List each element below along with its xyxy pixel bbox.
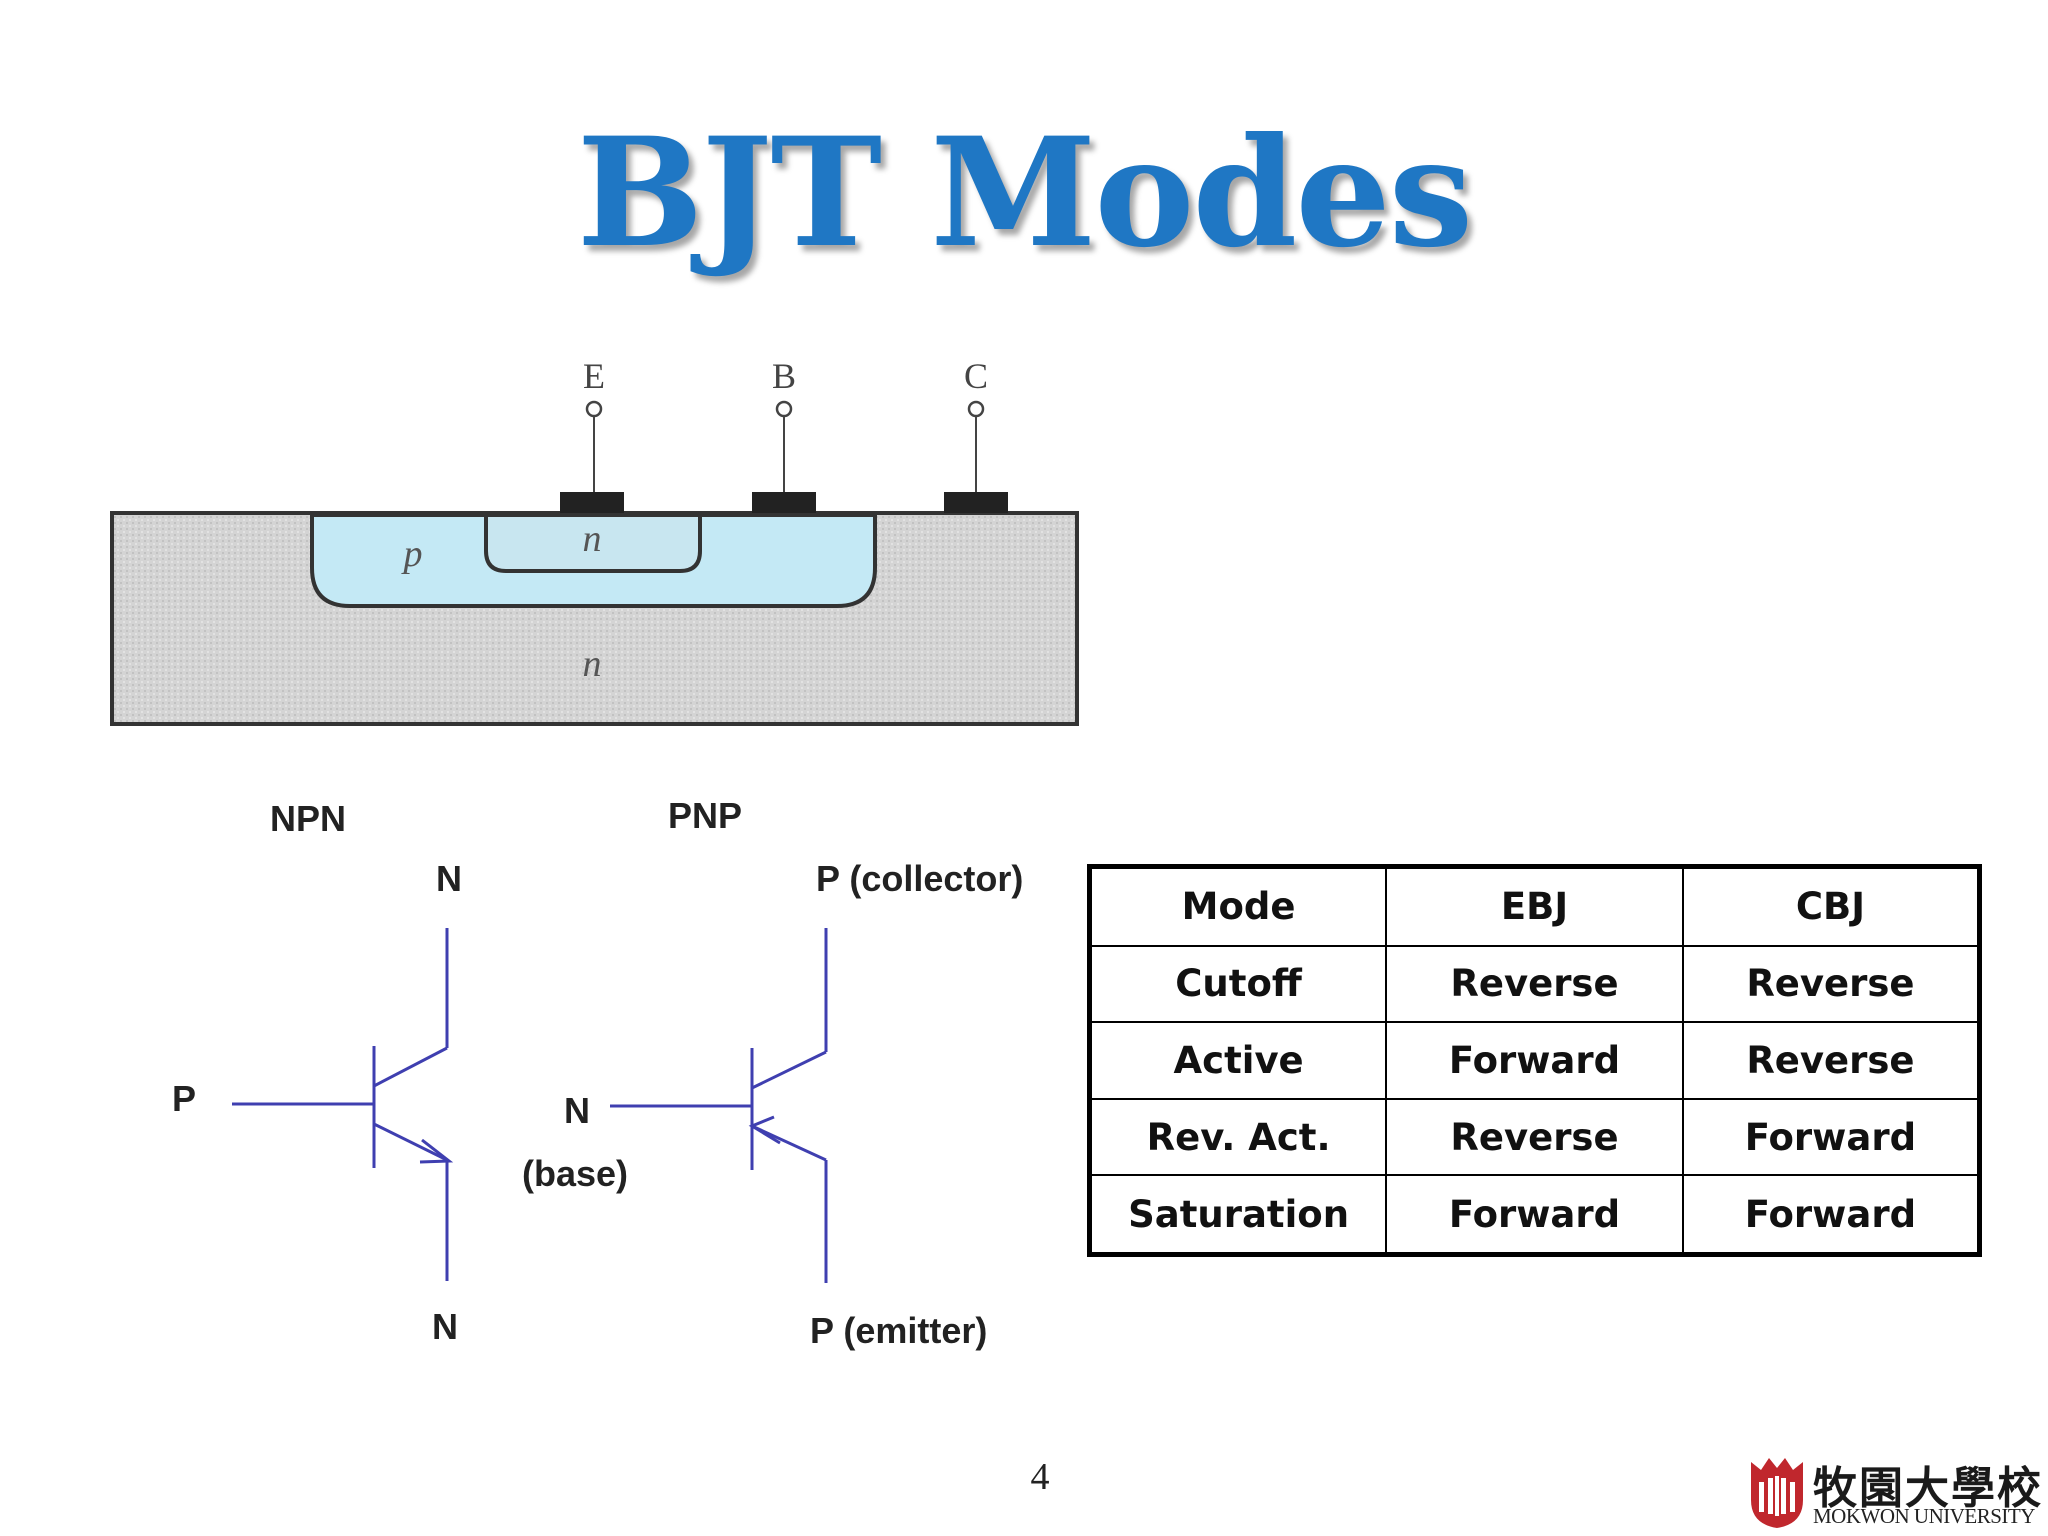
terminal-label-c: C [964, 356, 988, 396]
slide-title: BJT Modes [576, 105, 1473, 281]
university-name-en: MOKWON UNIVERSITY [1813, 1504, 2035, 1528]
university-emblem-icon [1751, 1458, 1803, 1528]
region-label-inner-n: n [583, 518, 602, 560]
table-cell: Reverse [1385, 944, 1684, 1024]
region-label-outer-n: n [583, 643, 602, 685]
table-cell: Active [1088, 1021, 1388, 1100]
terminal-label-e: E [583, 356, 605, 396]
pnp-bottom-label: P (emitter) [810, 1310, 987, 1351]
base-contact [752, 492, 816, 513]
table-header-cell: Mode [1088, 865, 1388, 947]
pnp-left-sub-label: (base) [522, 1153, 628, 1194]
terminal-label-b: B [772, 356, 796, 396]
table-header-cell: CBJ [1681, 865, 1981, 947]
bjt-cross-section: E B C p n n [110, 356, 1079, 726]
table-cell: Forward [1681, 1097, 1981, 1177]
table-header-row: Mode EBJ CBJ [1088, 865, 1981, 947]
region-label-p: p [401, 533, 423, 575]
table-cell: Forward [1681, 1174, 1981, 1256]
npn-symbol [232, 928, 454, 1281]
page-number: 4 [1030, 1456, 1050, 1498]
table-cell: Reverse [1681, 944, 1981, 1024]
npn-top-label: N [436, 858, 462, 899]
pnp-emitter-arrow-icon [748, 1115, 781, 1145]
base-terminal-icon [775, 400, 793, 418]
npn-labels: NPN N P N [172, 798, 462, 1347]
npn-bottom-label: N [432, 1306, 458, 1347]
table-cell: Cutoff [1088, 944, 1388, 1024]
emitter-contact [560, 492, 624, 513]
pnp-labels: PNP P (collector) N (base) P (emitter) [522, 795, 1023, 1351]
university-logo: 牧園大學校 MOKWON UNIVERSITY [1745, 1452, 2041, 1532]
pnp-top-label: P (collector) [816, 858, 1023, 899]
pnp-symbol [610, 928, 828, 1283]
npn-left-label: P [172, 1078, 196, 1119]
table-cell: Reverse [1681, 1021, 1981, 1100]
npn-emitter-arrow-icon [419, 1138, 454, 1164]
table-cell: Rev. Act. [1088, 1097, 1388, 1177]
collector-contact [944, 492, 1008, 513]
table-cell: Forward [1385, 1174, 1684, 1256]
university-name-cjk: 牧園大學校 [1813, 1463, 2043, 1514]
table-cell: Saturation [1088, 1174, 1388, 1256]
emitter-terminal-icon [585, 400, 603, 418]
pnp-heading: PNP [668, 795, 742, 836]
table-cell: Reverse [1385, 1097, 1684, 1177]
pnp-left-label: N [564, 1090, 590, 1131]
table-header-cell: EBJ [1385, 865, 1684, 947]
npn-heading: NPN [270, 798, 346, 839]
table-row: Cutoff Reverse Reverse [1088, 944, 1981, 1024]
table-cell: Forward [1385, 1021, 1684, 1100]
inner-n-region [484, 513, 702, 573]
collector-terminal-icon [967, 400, 985, 418]
modes-table: Mode EBJ CBJ Cutoff Reverse Reverse Acti… [1087, 864, 1982, 1257]
table-row: Active Forward Reverse [1088, 1021, 1981, 1100]
table-row: Saturation Forward Forward [1088, 1174, 1981, 1256]
table-row: Rev. Act. Reverse Forward [1088, 1097, 1981, 1177]
